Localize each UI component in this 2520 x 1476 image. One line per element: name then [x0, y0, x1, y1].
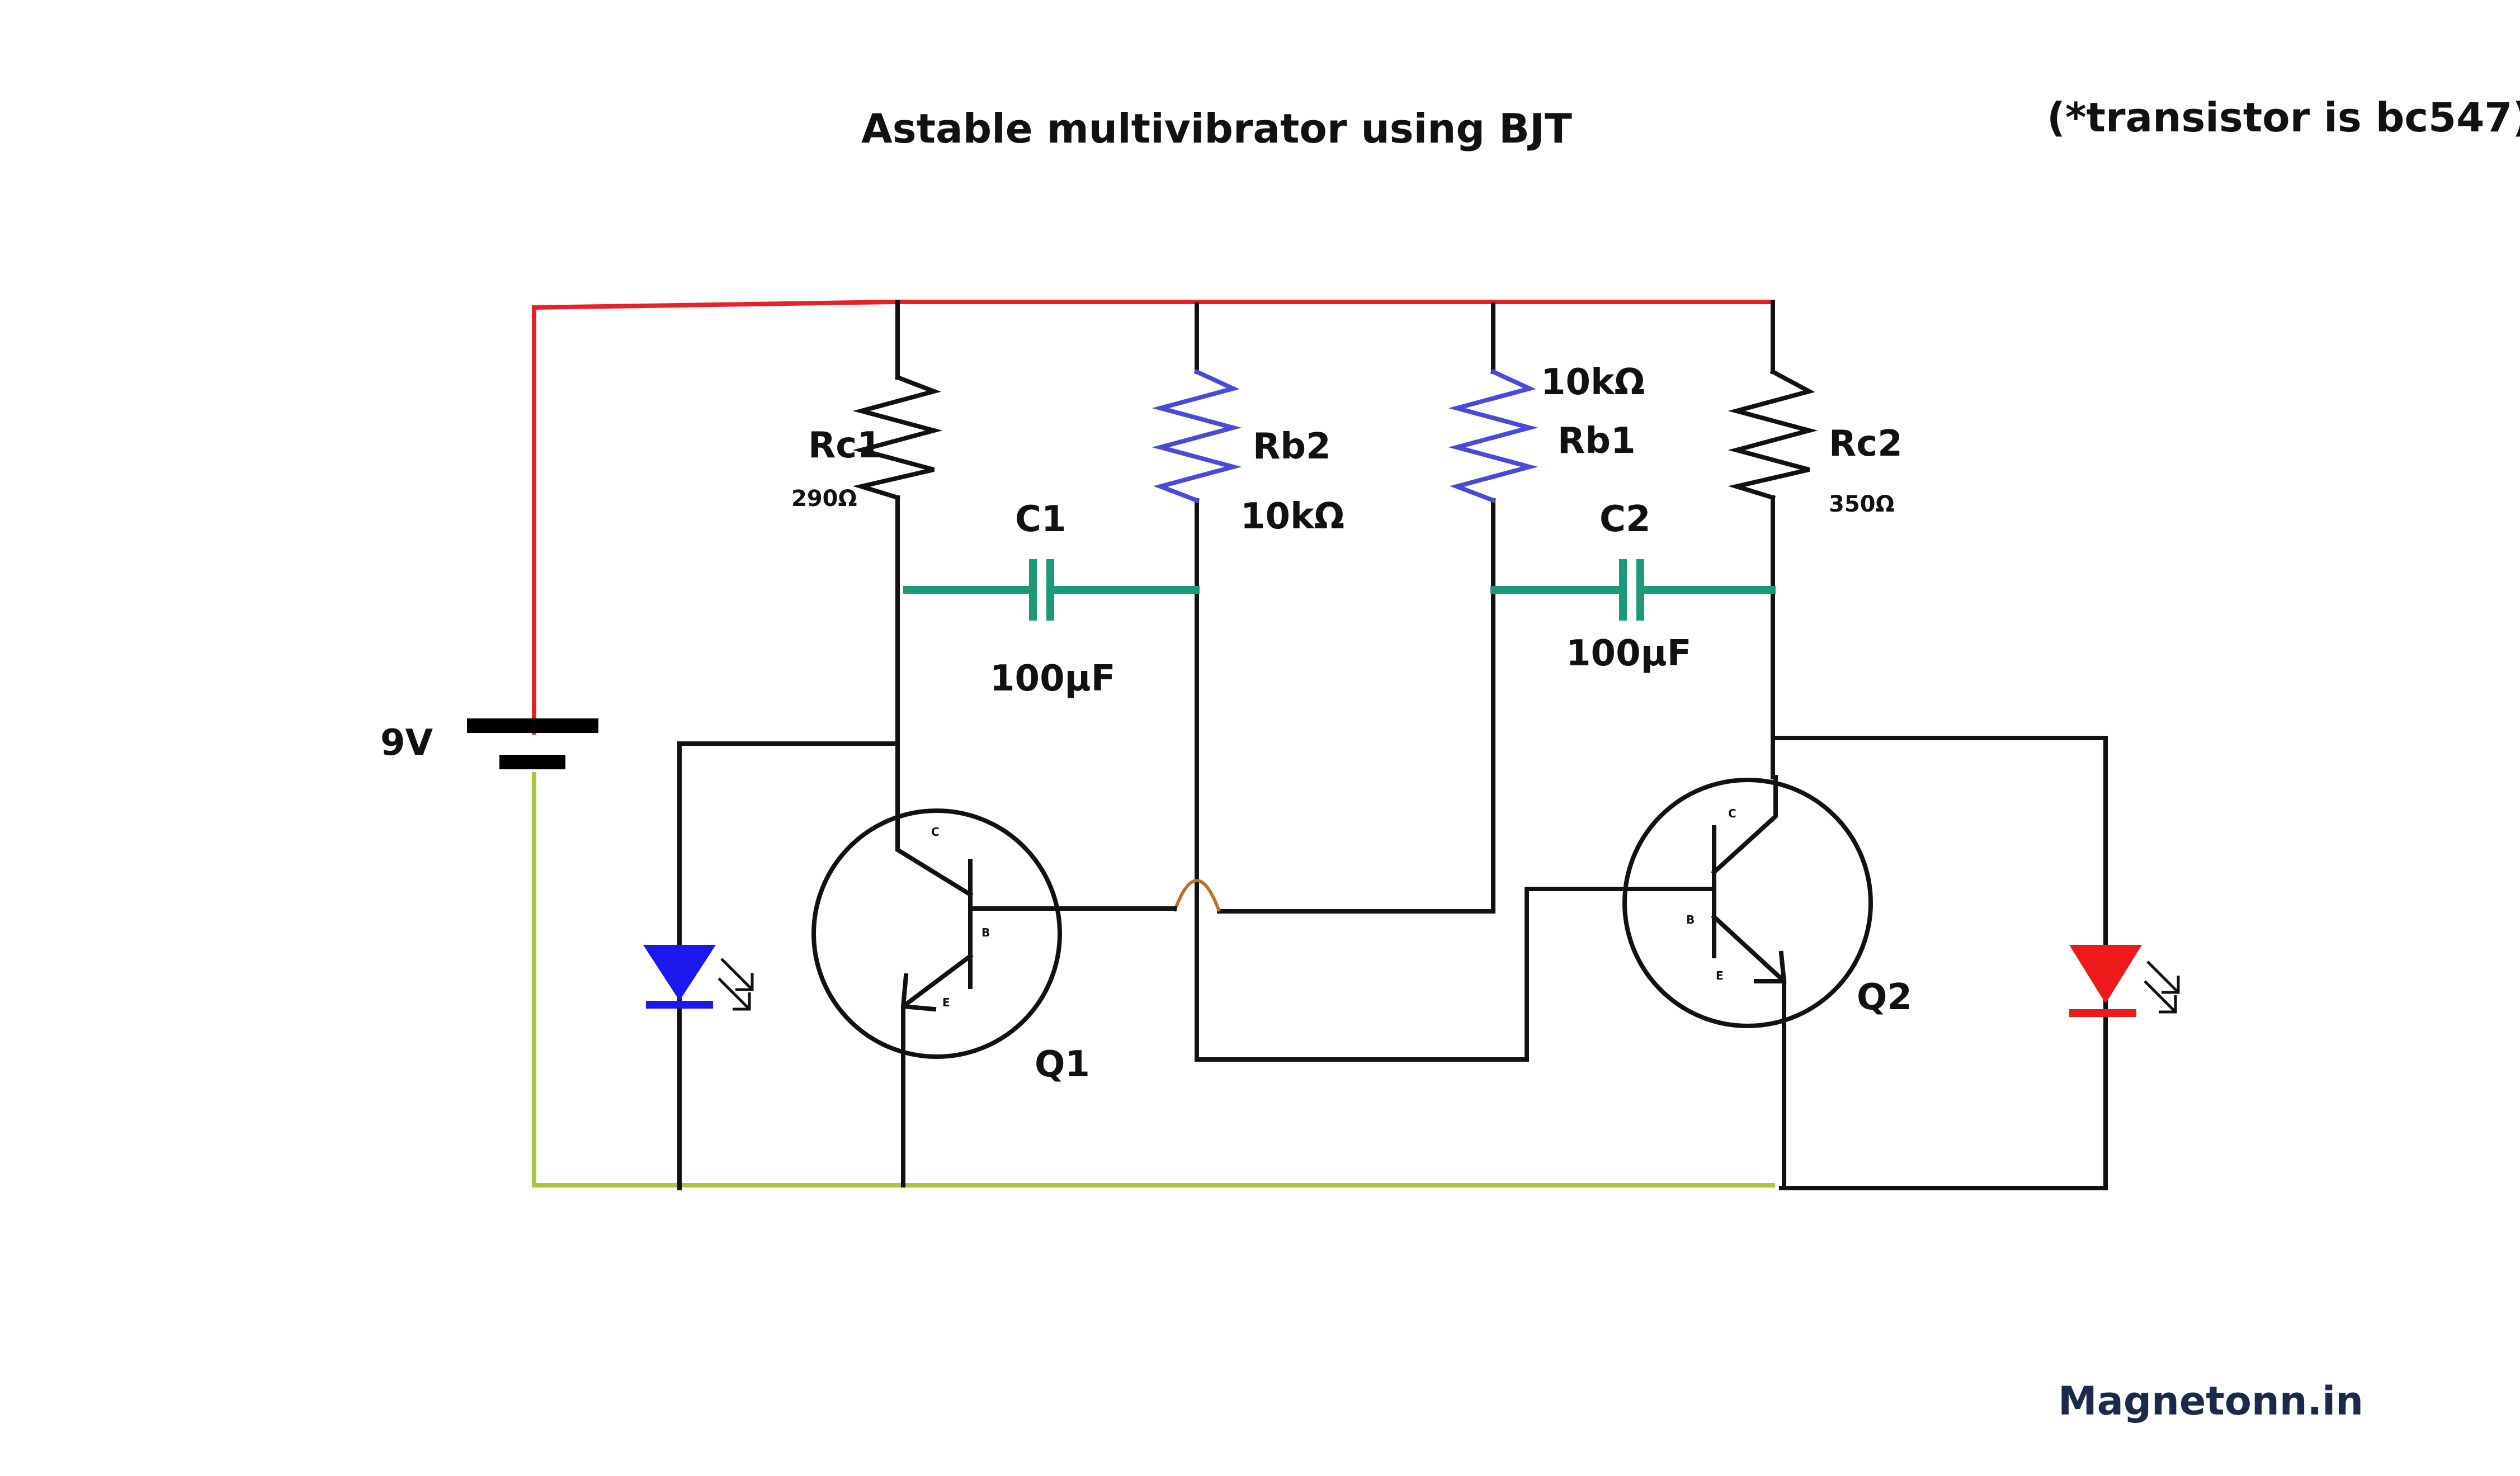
rb1-value: 10kΩ [1541, 362, 1645, 403]
wire-crossover-jumper [1173, 879, 1221, 912]
positive-rail [532, 300, 1775, 735]
c1-name: C1 [1015, 499, 1066, 540]
q2-collector-lead [1711, 775, 1778, 876]
q1-base-label: B [981, 926, 990, 939]
led-right-bar [2069, 1009, 2136, 1017]
q2-emitter-label: E [1716, 969, 1724, 982]
c1-value: 100μF [990, 658, 1115, 699]
rc2-value: 350Ω [1829, 491, 1895, 517]
led-right-body [2069, 945, 2142, 1004]
q1-name: Q1 [1035, 1044, 1090, 1085]
rb2-name: Rb2 [1253, 426, 1331, 467]
led-left-body [643, 945, 716, 1001]
transistor-q1: C B E [811, 744, 1062, 1188]
led-right-red [2069, 945, 2180, 1017]
capacitor-c1 [903, 559, 1200, 621]
wire-rb2-bottom [1195, 498, 1624, 1062]
rc1-value: 290Ω [791, 486, 857, 512]
brand-label: Magnetonn.in [2058, 1378, 2363, 1424]
led-right-light-arrows [2144, 961, 2180, 1014]
q2-body [1622, 778, 1873, 1028]
resistor-rc2 [1728, 368, 1818, 500]
battery-9v [467, 718, 598, 769]
led-left-bar [646, 1001, 713, 1009]
capacitor-c2 [1490, 559, 1776, 621]
diagram-title: Astable multivibrator using BJT [861, 105, 1572, 152]
q2-emitter-arrow [1754, 950, 1787, 983]
q1-collector-label: C [931, 825, 940, 839]
rb2-value: 10kΩ [1240, 496, 1344, 537]
battery-label: 9V [380, 722, 433, 764]
transistor-note: (*transistor is bc547) [2047, 94, 2520, 141]
q2-collector-label: C [1728, 807, 1736, 820]
q2-emitter-lead [1711, 914, 1786, 1188]
resistor-rb2 [1152, 368, 1242, 504]
q1-collector-lead [895, 744, 974, 898]
ground-rail [532, 772, 1775, 1188]
rc1-name: Rc1 [808, 425, 882, 466]
c2-value: 100μF [1566, 633, 1691, 674]
rb1-name: Rb1 [1558, 420, 1636, 462]
battery-positive-plate [467, 718, 598, 733]
transistor-q2: C B E [1620, 775, 1873, 1188]
wire-rb1-bottom [1217, 498, 1495, 914]
rc2-name: Rc2 [1829, 423, 1903, 465]
q1-emitter-arrow [900, 973, 937, 1012]
q1-emitter-label: E [942, 996, 950, 1009]
q1-body [811, 808, 1062, 1059]
resistor-rc1 [852, 374, 943, 500]
battery-negative-plate [499, 755, 565, 769]
led-left-light-arrows [718, 958, 754, 1011]
resistor-rb1 [1448, 368, 1539, 504]
led-left-blue [643, 945, 754, 1011]
c2-name: C2 [1599, 499, 1651, 540]
q2-base-label: B [1686, 913, 1695, 926]
wire-led-left [677, 741, 900, 1190]
q1-emitter-lead [901, 953, 974, 1188]
q2-name: Q2 [1857, 977, 1912, 1018]
